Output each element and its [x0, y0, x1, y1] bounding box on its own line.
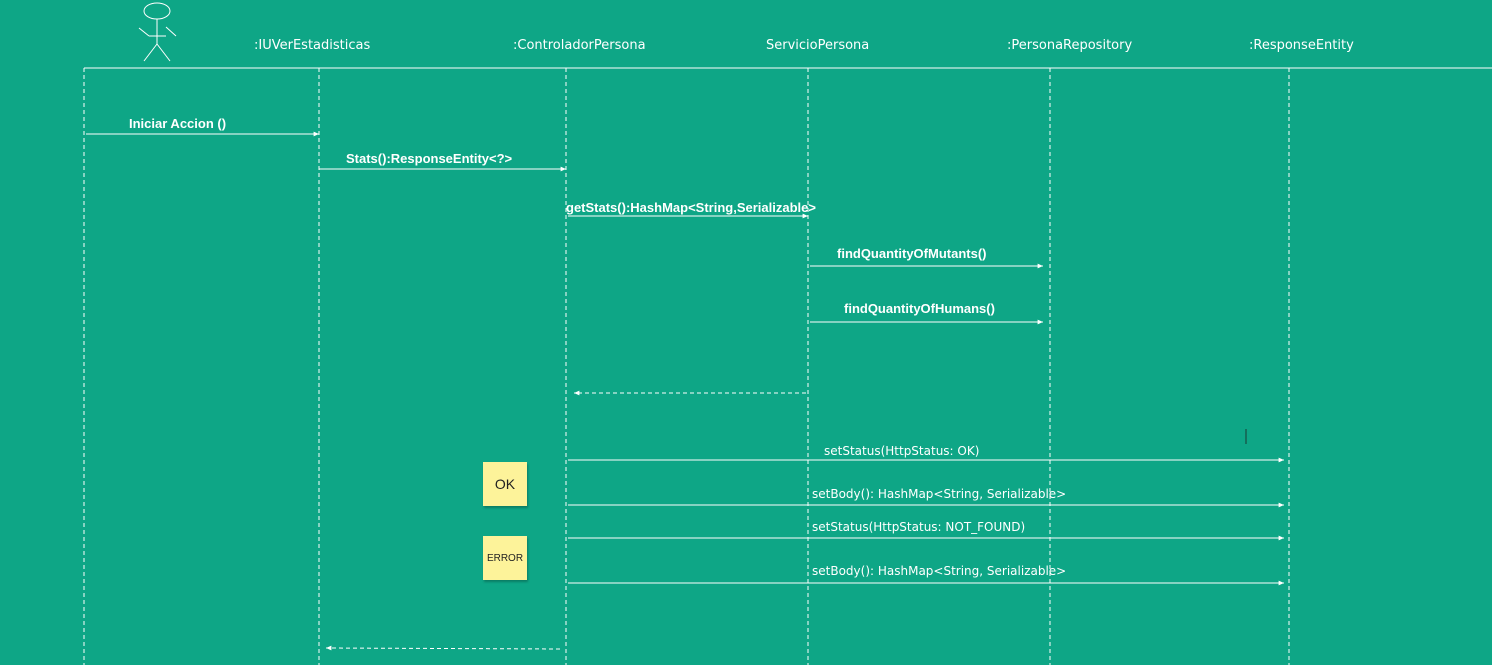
message-label-find-humans: findQuantityOfHumans() — [844, 301, 995, 316]
note-ok: OK — [483, 462, 527, 506]
participant-resp: :ResponseEntity — [1249, 38, 1354, 53]
message-label-stats: Stats():ResponseEntity<?> — [346, 151, 513, 166]
participant-iu: :IUVerEstadisticas — [254, 38, 371, 53]
actor-icon — [138, 2, 177, 62]
participant-ctrl: :ControladorPersona — [513, 38, 646, 53]
message-label-iniciar-accion: Iniciar Accion () — [129, 116, 227, 131]
message-label-setstatus-notfound: setStatus(HttpStatus: NOT_FOUND) — [812, 520, 1026, 534]
message-label-getstats: getStats():HashMap<String,Serializable> — [566, 200, 816, 215]
return-arrow-ctrl-iu — [325, 645, 561, 651]
participant-serv: ServicioPersona — [766, 38, 870, 53]
message-label-find-mutants: findQuantityOfMutants() — [837, 246, 987, 261]
message-label-setstatus-ok: setStatus(HttpStatus: OK) — [824, 444, 980, 458]
participant-repo: :PersonaRepository — [1007, 38, 1133, 53]
message-label-setbody-error: setBody(): HashMap<String, Serializable> — [812, 564, 1067, 578]
note-error: ERROR — [483, 536, 527, 580]
message-label-setbody-ok: setBody(): HashMap<String, Serializable> — [812, 487, 1067, 501]
